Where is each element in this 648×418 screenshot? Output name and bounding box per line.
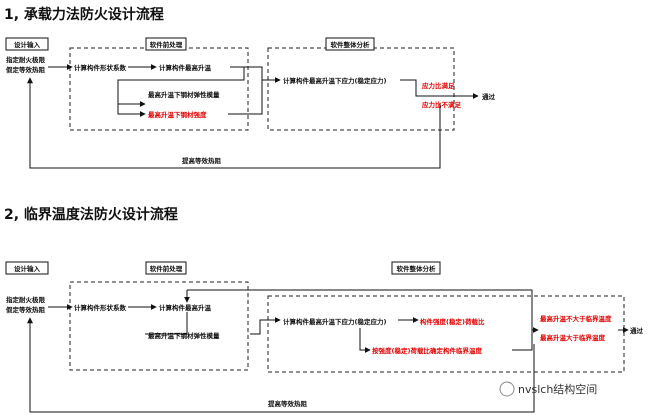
s2-critical-temp-calc: 按强度(稳定)荷载比确定构件临界温度 — [372, 346, 482, 355]
s1-preprocess-header-box — [145, 37, 187, 51]
s1-preprocess-group — [69, 47, 249, 131]
s1-design-input: 设计输入 — [14, 40, 41, 49]
s2-calc-shape-coef: 计算构件形状系数 — [74, 303, 127, 312]
s2-preprocess-header: 软件前处理 — [150, 264, 183, 273]
s2-temp-not-ok: 最高升温大于临界温度 — [540, 333, 606, 342]
s1-calc-stress: 计算构件最高升温下应力(稳定应力) — [283, 76, 386, 85]
s2-arrow-to-critical — [359, 328, 371, 353]
s1-preprocess-header: 软件前处理 — [150, 40, 183, 49]
s1-assume-thickness: 假定等效热阻 — [6, 65, 46, 74]
s1-arrow-to-stress — [244, 66, 281, 83]
s1-calc-max-temp: 计算构件最高升温 — [159, 63, 212, 72]
wechat-icon — [499, 381, 515, 397]
s1-analysis-header-box — [325, 37, 375, 51]
s1-arrow-feedback — [27, 77, 441, 169]
section2-title: 2, 临界温度法防火设计流程 — [4, 206, 178, 223]
s1-design-input-box — [5, 37, 49, 51]
watermark-text: nvslch结构空间 — [518, 382, 597, 396]
s2-strength-load-ratio: 构件强度(稳定)荷载比 — [420, 317, 485, 326]
s2-max-temp-modulus: 最高升温下钢材弹性模量 — [148, 331, 220, 340]
s1-arrow-to-pass — [400, 79, 479, 99]
section1-title: 1, 承载力法防火设计流程 — [4, 6, 164, 23]
s1-max-temp-strength: 最高升温下钢材强度 — [148, 110, 207, 119]
s2-calc-max-temp: 计算构件最高升温 — [159, 303, 212, 312]
s2-arrow-to-stress — [250, 317, 281, 335]
s2-analysis-group — [267, 295, 625, 373]
s1-line-strength-to-stress — [228, 80, 263, 115]
s1-pass: 通过 — [482, 92, 496, 101]
s2-arrow-to-compare — [512, 327, 539, 351]
s2-assume-thickness: 假定等效热阻 — [6, 305, 46, 314]
s1-fire-limit: 指定耐火极限 — [6, 55, 46, 64]
s2-design-input: 设计输入 — [14, 264, 41, 273]
s2-fire-limit: 指定耐火极限 — [6, 295, 46, 304]
s2-preprocess-group — [69, 281, 249, 371]
s2-preprocess-header-box — [145, 261, 187, 275]
watermark: nvslch结构空间 — [499, 381, 597, 397]
s1-raise-thickness: 提高等效热阻 — [182, 156, 222, 165]
s2-line-temp-to-modulus — [145, 312, 188, 335]
s2-analysis-header: 软件整体分析 — [397, 264, 437, 273]
s1-max-temp-modulus: 最高升温下钢材弹性模量 — [148, 90, 220, 99]
s1-analysis-header: 软件整体分析 — [331, 40, 371, 49]
s2-raise-thickness: 提高等效热阻 — [268, 399, 308, 408]
s1-calc-shape-coef: 计算构件形状系数 — [74, 63, 127, 72]
s2-analysis-header-box — [391, 261, 441, 275]
s1-arrow-temp-to-modulus — [117, 66, 245, 107]
s2-line-temp-to-compare — [187, 289, 533, 330]
s2-calc-stress: 计算构件最高升温下应力(稳定应力) — [283, 317, 386, 326]
s2-temp-ok: 最高升温不大于临界温度 — [540, 314, 612, 323]
s2-pass: 通过 — [630, 326, 644, 335]
s1-arrow-temp-to-strength — [117, 104, 146, 117]
s1-stress-ok: 应力比满足 — [422, 81, 455, 90]
s1-stress-not-ok: 应力比不满足 — [422, 100, 462, 109]
s2-arrow-feedback — [27, 317, 535, 413]
s2-design-input-box — [5, 261, 49, 275]
